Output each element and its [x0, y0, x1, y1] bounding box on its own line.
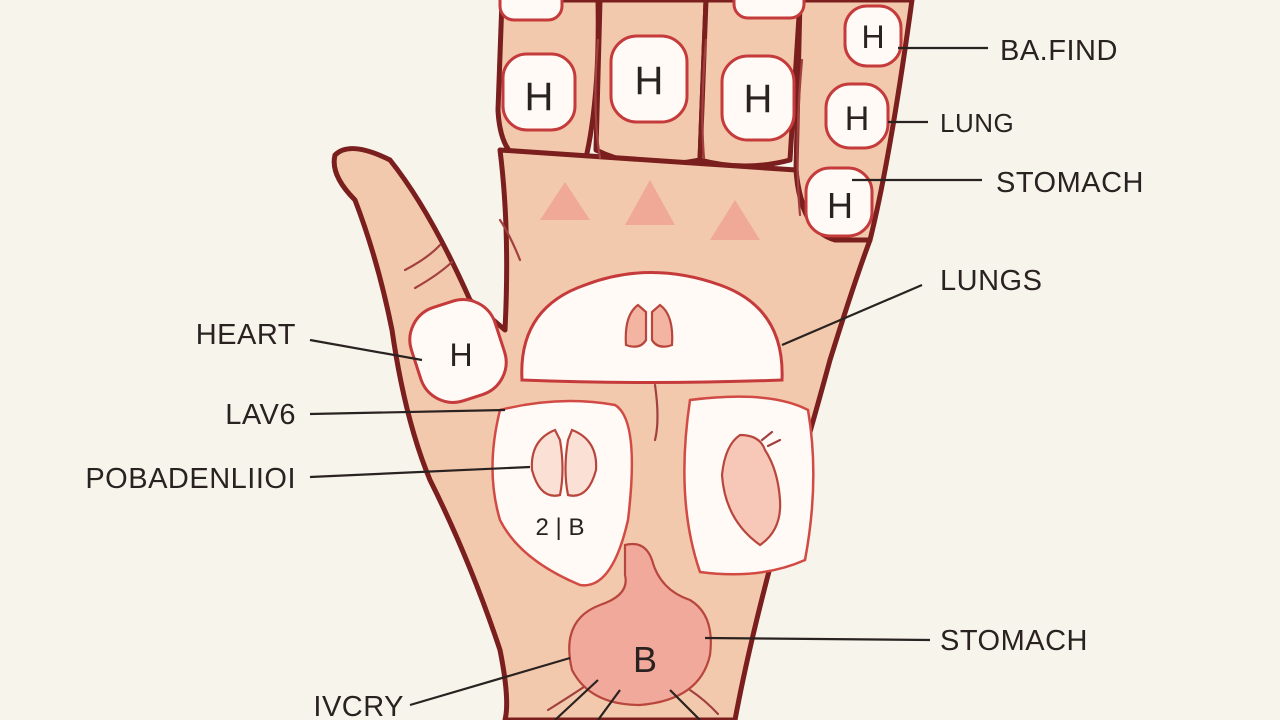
finger-zone	[498, 0, 806, 22]
labels: BA.FIND LUNG STOMACH LUNGS HEART LAV6 PO…	[85, 35, 1144, 720]
label-stomach-lower: STOMACH	[940, 625, 1088, 657]
zone-letter: H	[449, 337, 472, 373]
label-lav6: LAV6	[225, 399, 296, 431]
label-bafind: BA.FIND	[1000, 35, 1118, 67]
finger-zone: H	[720, 54, 796, 142]
zone-letter: H	[744, 77, 773, 121]
zone-letter: H	[861, 19, 884, 55]
label-lungs: LUNGS	[940, 265, 1042, 297]
organ-letter: B	[633, 639, 657, 680]
leader-lines	[309, 46, 988, 720]
lungs-icon	[624, 303, 674, 348]
label-heart: HEART	[196, 319, 296, 351]
finger-zone: H	[609, 34, 689, 124]
label-lung: LUNG	[940, 108, 1014, 138]
arrow-up-icon	[625, 180, 675, 225]
kidney-zone: 2 | B	[491, 399, 634, 587]
arrow-up-icon	[540, 182, 590, 220]
label-ivcry: IVCRY	[313, 691, 404, 720]
stomach-organ: B	[568, 542, 712, 707]
arrow-up-icon	[710, 200, 760, 240]
finger-zone: H	[804, 166, 874, 238]
zone-letter: H	[845, 100, 870, 138]
heart-zone	[683, 395, 815, 576]
label-stomach-upper: STOMACH	[996, 167, 1144, 199]
zone-text: 2 | B	[536, 514, 585, 541]
finger-zone: H	[843, 4, 903, 68]
kidney-icon	[530, 428, 598, 497]
zone-letter: H	[525, 75, 554, 119]
label-pobadenlioi: POBADENLIIOI	[85, 463, 296, 495]
finger-zone: H	[408, 298, 508, 404]
zone-letter: H	[827, 185, 853, 226]
finger-zone: H	[824, 82, 890, 150]
heart-icon	[720, 430, 782, 547]
finger-zone: H	[501, 52, 577, 132]
flow-arrows	[540, 180, 760, 240]
lungs-zone	[520, 271, 784, 384]
zone-letter: H	[635, 59, 664, 103]
